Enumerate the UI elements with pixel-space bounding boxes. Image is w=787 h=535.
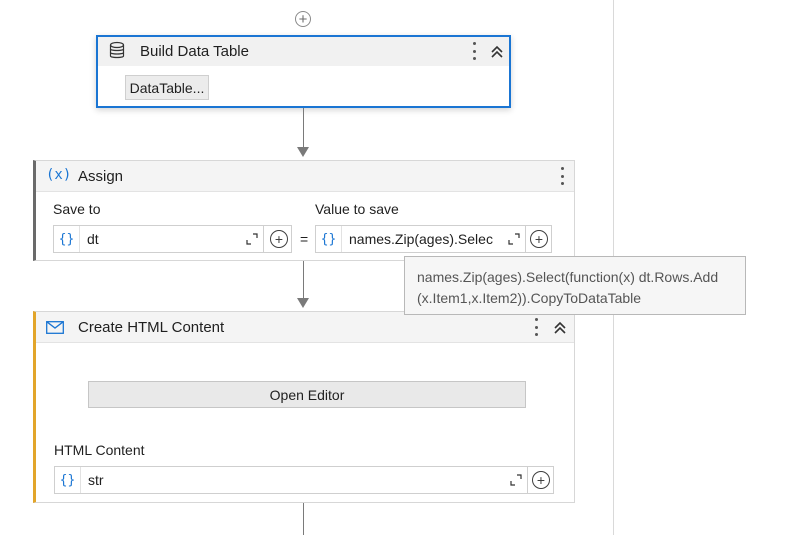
assign-header: (x) Assign xyxy=(36,161,574,192)
save-to-input[interactable]: {} dt xyxy=(53,225,264,253)
expression-brace-icon: {} xyxy=(54,226,80,252)
more-options-icon[interactable] xyxy=(468,42,480,60)
more-options-icon[interactable] xyxy=(530,318,542,336)
equals-sign: = xyxy=(300,231,309,247)
open-editor-button[interactable]: Open Editor xyxy=(88,381,526,408)
value-plus-cell xyxy=(526,225,552,253)
html-content-input[interactable]: {} str xyxy=(54,466,528,494)
tooltip-line-2: (x.Item1,x.Item2)).CopyToDataTable xyxy=(417,290,642,306)
expression-brace-icon: {} xyxy=(55,467,81,493)
save-to-value[interactable]: dt xyxy=(87,231,99,247)
collapse-chevron-icon[interactable] xyxy=(553,321,567,335)
connector-line xyxy=(303,503,304,535)
expression-tooltip: names.Zip(ages).Select(function(x) dt.Ro… xyxy=(404,256,746,315)
assign-activity[interactable]: (x) Assign Save to Value to save {} dt +… xyxy=(33,160,575,261)
html-content-plus-cell xyxy=(528,466,554,494)
create-html-header: Create HTML Content xyxy=(36,312,574,343)
datatable-button[interactable]: DataTable... xyxy=(125,75,209,100)
value-to-save-label: Value to save xyxy=(315,201,399,217)
add-variable-icon[interactable]: + xyxy=(270,230,288,248)
expand-editor-icon[interactable] xyxy=(505,467,527,493)
database-icon xyxy=(109,41,125,59)
value-to-save-value[interactable]: names.Zip(ages).Selec xyxy=(349,231,493,247)
add-variable-icon[interactable]: + xyxy=(530,230,548,248)
html-content-value[interactable]: str xyxy=(88,472,104,488)
html-content-label: HTML Content xyxy=(54,442,145,458)
build-data-table-title: Build Data Table xyxy=(140,43,249,60)
connector-line xyxy=(303,261,304,299)
expression-brace-icon: {} xyxy=(316,226,342,252)
more-options-icon[interactable] xyxy=(556,167,568,185)
add-variable-icon[interactable]: + xyxy=(532,471,550,489)
create-html-content-activity[interactable]: Create HTML Content Open Editor HTML Con… xyxy=(33,311,575,503)
build-data-table-activity[interactable]: Build Data Table DataTable... xyxy=(96,35,511,108)
value-to-save-input[interactable]: {} names.Zip(ages).Selec xyxy=(315,225,526,253)
expand-editor-icon[interactable] xyxy=(241,226,263,252)
create-html-title: Create HTML Content xyxy=(78,319,225,336)
expand-editor-icon[interactable] xyxy=(503,226,525,252)
connector-arrow-icon xyxy=(297,147,309,157)
assign-variable-icon: (x) xyxy=(46,167,72,183)
connector-line xyxy=(303,108,304,148)
add-activity-icon[interactable]: + xyxy=(295,11,311,27)
tooltip-line-1: names.Zip(ages).Select(function(x) dt.Ro… xyxy=(417,269,719,285)
collapse-chevron-icon[interactable] xyxy=(490,45,504,59)
connector-arrow-icon xyxy=(297,298,309,308)
email-icon xyxy=(46,321,64,334)
build-data-table-header: Build Data Table xyxy=(98,37,509,66)
save-to-plus-cell xyxy=(264,225,292,253)
save-to-label: Save to xyxy=(53,201,101,217)
assign-title: Assign xyxy=(78,168,124,185)
